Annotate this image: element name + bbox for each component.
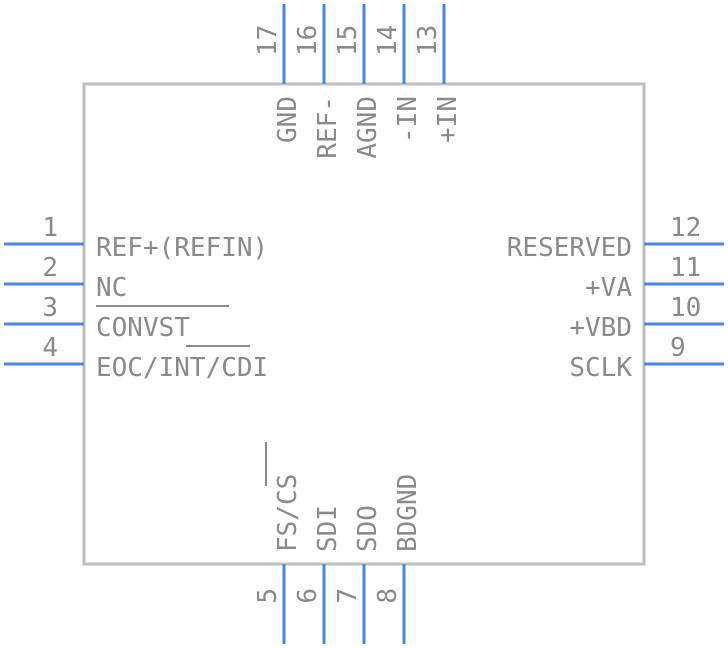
pin-label-5: FS/CS (273, 474, 303, 552)
pin-13: 13 +IN (413, 4, 463, 143)
pin-number-2: 2 (42, 253, 58, 283)
pin-label-8: BDGND (393, 474, 423, 552)
pin-number-9: 9 (670, 333, 686, 363)
pin-5: 5 FS/CS (253, 442, 303, 644)
pin-16: 16 REF- (293, 4, 343, 159)
pin-number-8: 8 (373, 588, 403, 604)
pin-number-17: 17 (253, 25, 283, 56)
pin-label-11: +VA (585, 273, 632, 303)
pin-number-16: 16 (293, 25, 323, 56)
pin-number-5: 5 (253, 588, 283, 604)
pin-1: 1 REF+(REFIN) (4, 213, 268, 263)
pin-17: 17 GND (253, 4, 303, 143)
pin-11: 11 +VA (585, 253, 724, 303)
pin-number-13: 13 (413, 25, 443, 56)
pin-2: 2 NC (4, 253, 127, 303)
pin-label-10: +VBD (569, 313, 632, 343)
pin-number-3: 3 (42, 293, 58, 323)
pin-7: 7 SDO (333, 505, 383, 644)
pin-4: 4 EOC/INT/CDI (4, 333, 268, 383)
pin-number-12: 12 (670, 213, 701, 243)
pin-label-3: CONVST (96, 313, 190, 343)
pin-3: 3 CONVST (4, 293, 229, 343)
pin-label-1: REF+(REFIN) (96, 233, 268, 263)
pin-label-13: +IN (433, 96, 463, 143)
pin-number-7: 7 (333, 588, 363, 604)
pin-label-7: SDO (353, 505, 383, 552)
pin-label-2: NC (96, 273, 127, 303)
pin-number-10: 10 (670, 293, 701, 323)
pin-number-15: 15 (333, 25, 363, 56)
pin-number-4: 4 (42, 333, 58, 363)
pin-label-9: SCLK (569, 353, 632, 383)
pin-label-14: -IN (393, 96, 423, 143)
pin-number-14: 14 (373, 25, 403, 56)
pin-6: 6 SDI (293, 505, 343, 644)
pin-number-11: 11 (670, 253, 701, 283)
pin-label-15: AGND (353, 96, 383, 159)
pin-number-6: 6 (293, 588, 323, 604)
pin-14: 14 -IN (373, 4, 423, 143)
pin-number-1: 1 (42, 213, 58, 243)
pin-label-4: EOC/INT/CDI (96, 353, 268, 383)
pin-label-17: GND (273, 96, 303, 143)
pin-label-6: SDI (313, 505, 343, 552)
pin-15: 15 AGND (333, 4, 383, 159)
pin-10: 10 +VBD (569, 293, 724, 343)
pin-8: 8 BDGND (373, 474, 423, 644)
pin-12: 12 RESERVED (507, 213, 724, 263)
pin-9: 9 SCLK (569, 333, 724, 383)
pin-label-16: REF- (313, 96, 343, 159)
pin-label-12: RESERVED (507, 233, 632, 263)
